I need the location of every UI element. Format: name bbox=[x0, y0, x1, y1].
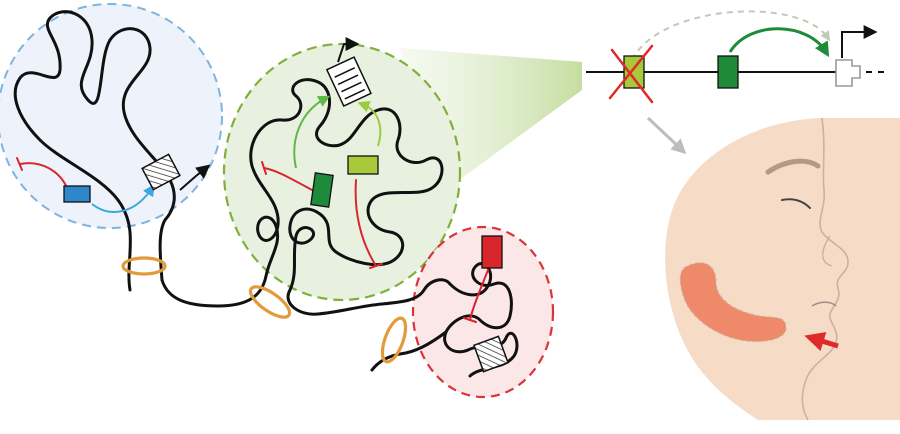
activation-arrow-lightgreen bbox=[357, 100, 382, 147]
enhancer-box-icon bbox=[481, 235, 503, 269]
ctcf-ring-icon bbox=[248, 285, 292, 319]
face-skin bbox=[665, 118, 900, 420]
eyebrow bbox=[765, 158, 821, 175]
phenotype-arrow bbox=[646, 116, 687, 155]
domain-green bbox=[222, 42, 462, 302]
mouth bbox=[811, 301, 837, 307]
repression-lines bbox=[16, 157, 489, 323]
activation-arrow-green bbox=[293, 95, 331, 169]
gene-blue-domain bbox=[141, 153, 211, 191]
lost-interaction-arrow bbox=[631, 10, 831, 61]
face-profile-icon bbox=[665, 117, 900, 421]
gene-hatched-box-icon bbox=[473, 335, 509, 373]
cleft-patch bbox=[679, 262, 787, 343]
activation-arrow-blue bbox=[91, 183, 155, 213]
gene-red-domain bbox=[473, 335, 509, 373]
promoter-arrow-icon bbox=[179, 164, 211, 191]
locus-schematic bbox=[586, 10, 890, 104]
ctcf-ring-icon bbox=[121, 256, 167, 276]
ctcf-rings bbox=[121, 256, 408, 364]
ectopic-activation-arrow bbox=[728, 27, 830, 58]
deletion-cross-icon bbox=[608, 44, 654, 104]
domain-red bbox=[411, 225, 555, 399]
pointer-arrow-icon bbox=[804, 331, 839, 352]
enhancer-box-icon bbox=[717, 55, 739, 89]
face-outline bbox=[801, 117, 849, 421]
nose bbox=[822, 235, 833, 267]
eye bbox=[781, 198, 811, 209]
gene-box-icon bbox=[325, 56, 372, 108]
gene-hatched-box-icon bbox=[141, 153, 181, 191]
promoter-arrow-icon bbox=[337, 37, 360, 63]
enhancer-box-icon bbox=[63, 185, 91, 203]
promoter-arrow-icon bbox=[841, 25, 878, 58]
ctcf-ring-icon bbox=[380, 316, 408, 364]
gene-green-domain bbox=[325, 37, 372, 108]
target-gene-icon bbox=[835, 59, 861, 87]
enhancer-box-icon bbox=[347, 155, 379, 175]
enhancer-box-icon bbox=[310, 172, 334, 208]
